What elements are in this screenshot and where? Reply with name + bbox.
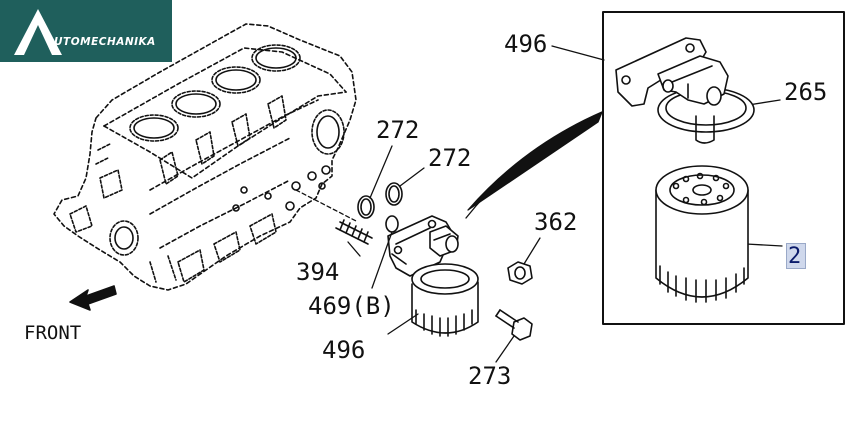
- callout-2: 2: [788, 244, 802, 269]
- filter-head-detail: [615, 37, 755, 144]
- nut-362: [507, 261, 533, 285]
- callout-496-bottom: 496: [322, 336, 366, 364]
- logo-wordmark: UTOMECHANIKA: [54, 36, 156, 48]
- callout-265: 265: [784, 78, 828, 106]
- filter-element-detail: [655, 165, 749, 303]
- callout-496-top: 496: [504, 30, 548, 58]
- callout-362: 362: [534, 208, 578, 236]
- detail-frame: [602, 11, 845, 325]
- bolt-273: [495, 309, 533, 341]
- callout-272-b: 272: [428, 144, 472, 172]
- callout-273: 273: [468, 362, 512, 390]
- engine-block: [53, 23, 357, 291]
- stud-394: [335, 219, 373, 245]
- front-arrow: [69, 285, 117, 311]
- o-ring-272-b: [385, 182, 403, 206]
- front-label: FRONT: [24, 322, 82, 344]
- callout-2-highlight: 2: [786, 243, 806, 269]
- brand-logo: UTOMECHANIKA: [0, 0, 172, 62]
- callout-394: 394: [296, 258, 340, 286]
- logo-a-mark: [14, 9, 62, 55]
- callout-469b: 469(B): [308, 292, 395, 320]
- o-ring-469b: [385, 215, 399, 233]
- callout-272-a: 272: [376, 116, 420, 144]
- o-ring-272-a: [357, 195, 375, 219]
- filter-assembly-small: [387, 215, 479, 337]
- leader-lines: [347, 45, 783, 363]
